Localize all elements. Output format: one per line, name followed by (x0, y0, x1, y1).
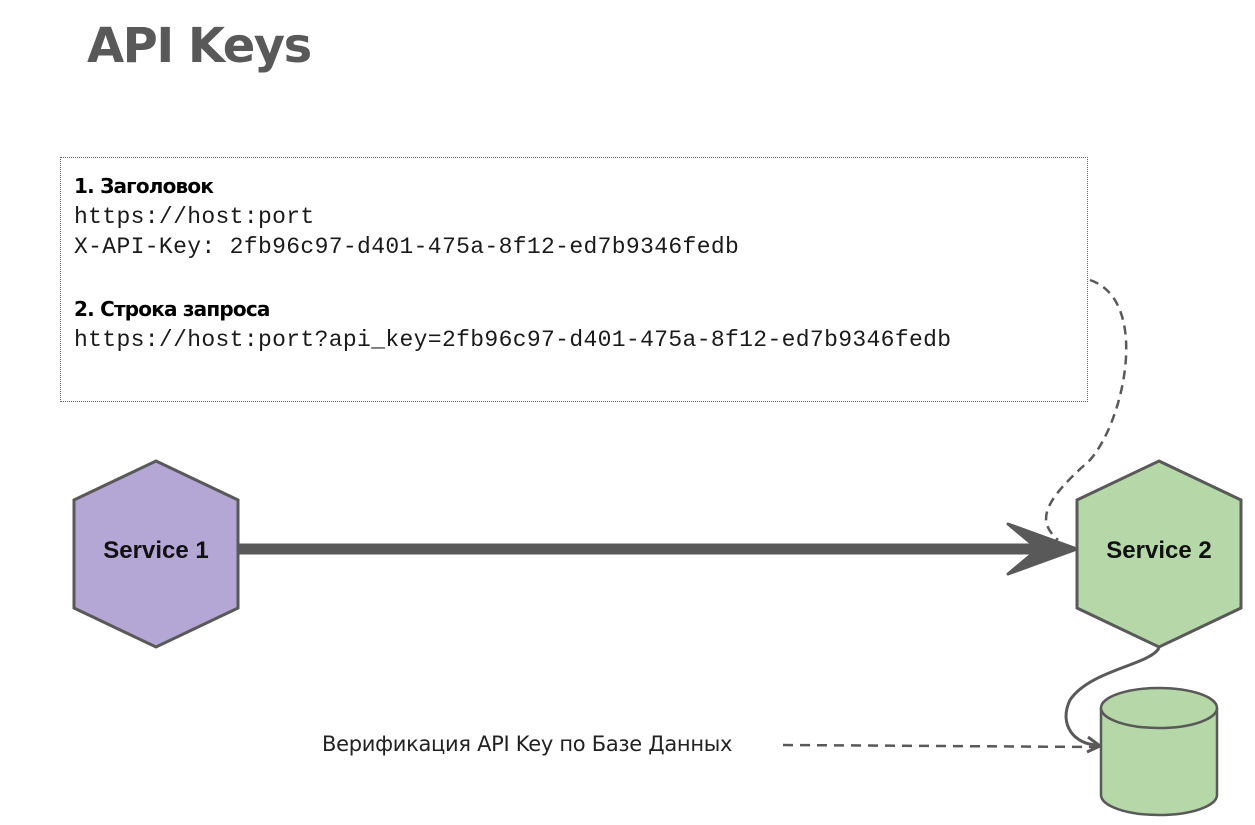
service1-label: Service 1 (103, 537, 208, 564)
request-examples-box: 1. Заголовок https://host:port X-API-Key… (60, 157, 1088, 402)
service2-label: Service 2 (1106, 537, 1211, 564)
service2-hexagon (1075, 459, 1243, 649)
caption-dashed-line (782, 743, 1098, 749)
db-verification-caption: Верификация API Key по Базе Данных (322, 732, 733, 756)
query-section-title: 2. Строка запроса (74, 297, 270, 321)
header-section-title: 1. Заголовок (74, 174, 214, 198)
header-api-key-line: X-API-Key: 2fb96c97-d401-475a-8f12-ed7b9… (74, 234, 740, 260)
db-connector-curve (1064, 647, 1161, 747)
request-link-dashed-curve (1044, 278, 1128, 541)
page-title: API Keys (87, 18, 312, 74)
header-url-line: https://host:port (74, 204, 315, 230)
service1-hexagon (72, 459, 240, 649)
query-url-line: https://host:port?api_key=2fb96c97-d401-… (74, 327, 952, 353)
request-arrow-head (1006, 522, 1079, 576)
database-cylinder (1099, 686, 1219, 817)
